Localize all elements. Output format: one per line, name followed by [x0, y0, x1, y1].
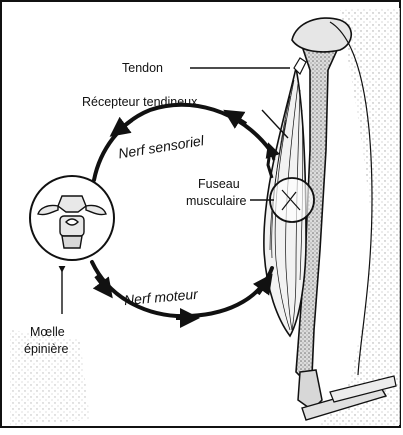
label-spindle-2: musculaire: [186, 194, 246, 208]
label-tendon: Tendon: [122, 61, 163, 75]
label-receptor: Récepteur tendineux: [82, 95, 198, 109]
label-spindle-1: Fuseau: [198, 177, 240, 191]
spindle-circle: [270, 178, 314, 222]
label-spinal-1: Mœlle: [30, 325, 65, 339]
label-spinal-2: épinière: [24, 342, 69, 356]
